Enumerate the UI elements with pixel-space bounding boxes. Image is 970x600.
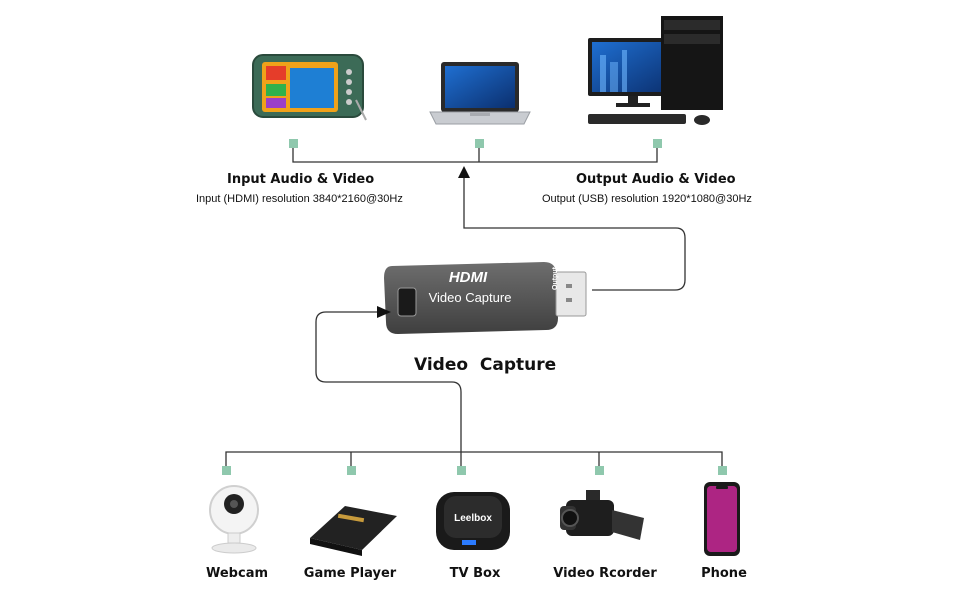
node-marker: [289, 139, 298, 148]
laptop-icon: [430, 62, 530, 124]
page-title: Video Capture: [414, 355, 556, 375]
device-brand: HDMI: [449, 269, 488, 286]
desktop-pc-icon: [588, 16, 723, 125]
input-bus: [226, 452, 722, 466]
phone-icon: [704, 482, 740, 556]
node-marker: [718, 466, 727, 475]
device-port-output: Output: [552, 266, 559, 290]
output-arrow-icon: [458, 166, 470, 178]
tv-box-brand: Leelbox: [454, 513, 492, 524]
node-marker: [347, 466, 356, 475]
game-player-icon: [310, 506, 397, 556]
input-detail: Input (HDMI) resolution 3840*2160@30Hz: [196, 193, 403, 205]
webcam-icon: [210, 486, 258, 553]
input-line: [316, 312, 461, 452]
portable-tv-icon: [253, 55, 366, 120]
node-marker: [457, 466, 466, 475]
output-heading: Output Audio & Video: [576, 172, 736, 187]
node-marker: [595, 466, 604, 475]
node-marker: [475, 139, 484, 148]
source-label-game-player: Game Player: [280, 566, 420, 581]
output-detail: Output (USB) resolution 1920*1080@30Hz: [542, 193, 752, 205]
source-label-phone: Phone: [654, 566, 794, 581]
node-marker: [653, 139, 662, 148]
device-name: Video Capture: [429, 290, 512, 305]
device-port-input: Input: [376, 290, 383, 308]
input-heading: Input Audio & Video: [227, 172, 374, 187]
source-label-tv-box: TV Box: [405, 566, 545, 581]
node-marker: [222, 466, 231, 475]
camcorder-icon: [560, 490, 644, 540]
